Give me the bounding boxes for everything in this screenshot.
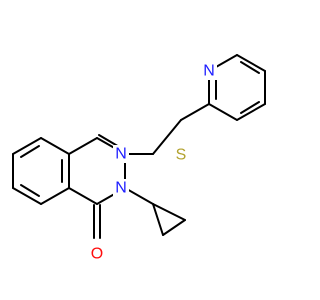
bond [40, 137, 70, 155]
atom-label-n: N [115, 180, 127, 197]
bond [124, 187, 154, 205]
bond [236, 54, 266, 72]
bond [152, 203, 186, 221]
bond [20, 145, 40, 158]
bond [12, 187, 42, 205]
bond [240, 61, 260, 74]
bond [40, 187, 70, 205]
atom-layer: N S N N O [89, 62, 217, 263]
bond [236, 103, 266, 121]
atom-label-s: S [176, 147, 187, 164]
bond [12, 137, 42, 155]
quinazoline-n3: N [113, 179, 129, 197]
sulfur-atom: S [173, 146, 189, 164]
bond [152, 119, 182, 155]
carbonyl-oxygen: O [89, 245, 105, 263]
atom-label-n: N [203, 63, 215, 80]
bond [208, 103, 238, 121]
atom-label-o: O [91, 246, 103, 263]
molecule-canvas: N S N N O [12, 54, 266, 263]
bond [68, 187, 98, 205]
bond-layer [12, 54, 266, 239]
bond [162, 219, 186, 236]
bond [240, 101, 260, 114]
atom-label-n: N [115, 146, 127, 163]
pyridine-nitrogen: N [201, 62, 217, 80]
structure-drawing: N S N N O [12, 54, 266, 263]
quinazoline-n1: N [113, 145, 129, 163]
bond [180, 103, 210, 121]
bond [68, 137, 98, 155]
bond [20, 184, 40, 197]
bond [152, 203, 164, 236]
